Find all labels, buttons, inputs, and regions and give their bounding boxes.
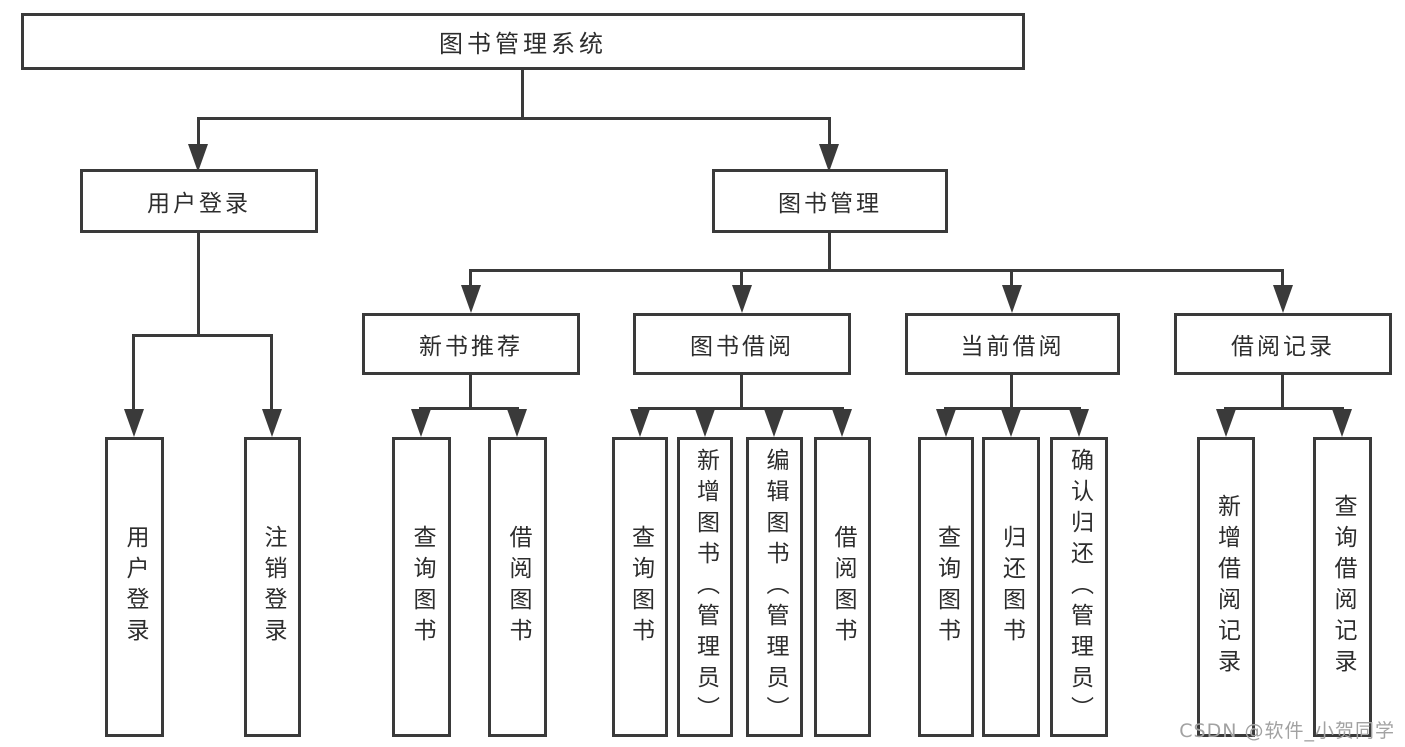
leaf-add-book-admin: 新增图书（管理员） [677,437,733,737]
leaf-add-borrow-record: 新增借阅记录 [1197,437,1255,737]
arrow-down-icon [1069,409,1089,437]
leaf-query-books-current: 查询图书 [918,437,974,737]
connector-line [469,269,1284,272]
leaf-query-books-recommend: 查询图书 [392,437,451,737]
arrow-down-icon [764,409,784,437]
node-new-book-recommend: 新书推荐 [362,313,580,375]
arrow-down-icon [695,409,715,437]
leaf-query-books-borrowing: 查询图书 [612,437,668,737]
leaf-logout: 注销登录 [244,437,301,737]
leaf-confirm-return-admin: 确认归还（管理员） [1050,437,1108,737]
connector-line [638,407,844,410]
arrow-down-icon [1216,409,1236,437]
connector-line [828,233,831,270]
arrow-down-icon [461,285,481,313]
node-label: 查询借阅记录 [1330,494,1356,680]
connector-line [828,118,831,152]
arrow-down-icon [1332,409,1352,437]
connector-line [270,334,273,414]
node-label: 注销登录 [260,525,286,649]
node-label: 借阅记录 [1231,334,1335,360]
connector-line [944,407,1081,410]
arrow-down-icon [630,409,650,437]
node-book-borrowing: 图书借阅 [633,313,851,375]
node-user-login: 用户登录 [80,169,318,233]
arrow-down-icon [1273,285,1293,313]
connector-line [1010,375,1013,409]
connector-line [132,334,273,337]
connector-line [419,407,519,410]
connector-line [132,334,135,414]
node-label: 编辑图书（管理员） [762,447,788,727]
arrow-down-icon [188,144,208,172]
connector-line [197,118,200,152]
node-label: 用户登录 [147,191,251,217]
node-label: 当前借阅 [960,334,1065,360]
connector-line [469,270,472,290]
node-label: 用户登录 [122,525,148,649]
arrow-down-icon [936,409,956,437]
arrow-down-icon [262,409,282,437]
csdn-watermark: CSDN @软件_小贺同学 [1179,720,1395,742]
connector-line [1010,270,1013,290]
node-label: 借阅图书 [505,525,531,649]
arrow-down-icon [124,409,144,437]
node-label: 查询图书 [933,525,960,649]
arrow-down-icon [832,409,852,437]
connector-line [1224,407,1344,410]
leaf-user-login: 用户登录 [105,437,164,737]
node-book-management: 图书管理 [712,169,948,233]
arrow-down-icon [1002,285,1022,313]
node-label: 新增图书（管理员） [692,447,719,727]
connector-line [197,117,831,120]
connector-line [1281,375,1284,409]
node-borrowing-records: 借阅记录 [1174,313,1392,375]
node-library-management-system: 图书管理系统 [21,13,1025,70]
connector-line [197,233,200,335]
connector-line [521,70,524,118]
leaf-borrow-books-borrowing: 借阅图书 [814,437,871,737]
leaf-return-book: 归还图书 [982,437,1040,737]
node-label: 查询图书 [627,525,654,649]
node-label: 图书管理系统 [439,30,607,58]
node-label: 归还图书 [998,525,1025,649]
leaf-query-borrow-record: 查询借阅记录 [1313,437,1372,737]
node-label: 借阅图书 [830,525,856,649]
leaf-borrow-books-recommend: 借阅图书 [488,437,547,737]
connector-line [740,270,743,290]
connector-line [740,375,743,409]
node-label: 图书管理 [778,191,882,217]
connector-line [469,375,472,409]
arrow-down-icon [1001,409,1021,437]
arrow-down-icon [732,285,752,313]
connector-line [1281,270,1284,290]
arrow-down-icon [819,144,839,172]
node-label: 查询图书 [409,525,435,649]
node-label: 图书借阅 [690,334,794,360]
node-label: 新书推荐 [419,334,523,360]
node-label: 确认归还（管理员） [1066,447,1093,727]
leaf-edit-book-admin: 编辑图书（管理员） [746,437,803,737]
arrow-down-icon [411,409,431,437]
arrow-down-icon [507,409,527,437]
node-current-borrowing: 当前借阅 [905,313,1120,375]
node-label: 新增借阅记录 [1213,494,1240,680]
